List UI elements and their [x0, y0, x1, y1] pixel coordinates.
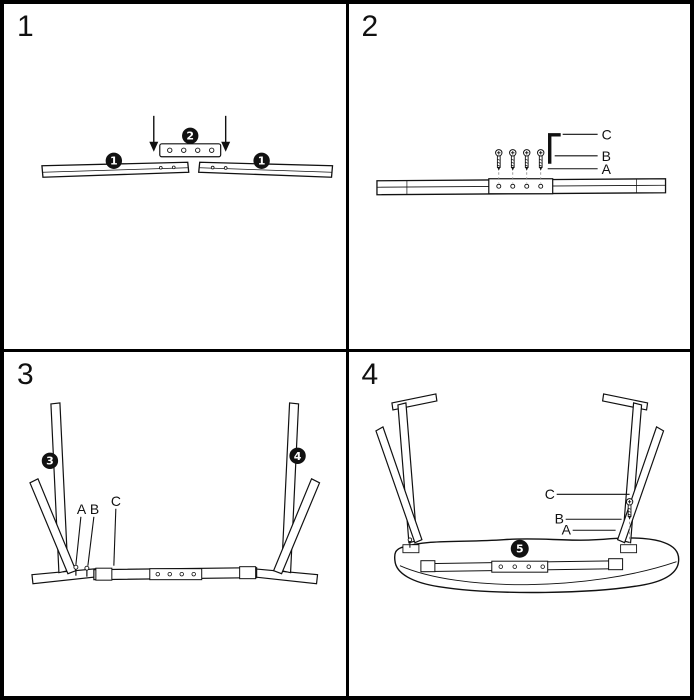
- step-marker-circle: [253, 152, 270, 169]
- callout-b: B: [87, 500, 99, 566]
- arrow-down-icon: [221, 115, 231, 152]
- screw-icon: [73, 564, 79, 576]
- callout-c: C: [544, 485, 630, 501]
- step-marker: 3: [41, 452, 59, 469]
- step-marker: 5: [510, 539, 529, 558]
- leg-angled: [616, 425, 664, 544]
- connector-plate: [159, 143, 222, 158]
- callout-a: A: [561, 521, 616, 537]
- crossbar: [419, 557, 623, 573]
- callout-label-c: C: [544, 485, 554, 501]
- leg-frame-right: [250, 401, 321, 584]
- panel-step-4: 4: [348, 351, 690, 696]
- callout-a: A: [75, 500, 87, 565]
- leg-frame-left: [374, 392, 438, 553]
- callout-label-b: B: [601, 148, 610, 164]
- callout-label-a: A: [77, 500, 87, 516]
- step-marker-number: 3: [46, 454, 54, 467]
- screw-icon: [522, 149, 530, 172]
- callout-b: B: [554, 148, 610, 164]
- callout-label-a: A: [601, 161, 611, 177]
- step-marker-number: 4: [294, 449, 302, 462]
- callout-c: C: [562, 126, 611, 142]
- step-1-diagram: 2 1 1: [41, 115, 334, 178]
- callout-label-c: C: [601, 126, 611, 142]
- step-4-diagram: 5 C B A: [374, 392, 679, 593]
- callout-label-b: B: [554, 510, 563, 526]
- step-marker-number: 2: [186, 130, 194, 143]
- beam-right: [198, 161, 334, 178]
- callout-c: C: [111, 492, 121, 566]
- step-marker-circle: [510, 539, 529, 558]
- leg-angled: [29, 477, 77, 574]
- step-marker: 2: [182, 127, 199, 144]
- step-marker-number: 5: [515, 542, 523, 555]
- step-marker-circle: [289, 447, 306, 464]
- leg-angled: [272, 477, 321, 574]
- step-2-diagram: C B A: [375, 126, 666, 196]
- step-marker: 1: [105, 152, 123, 169]
- beam-left: [41, 161, 190, 178]
- mounting-bracket: [401, 543, 419, 553]
- step-number: 2: [361, 10, 379, 43]
- step-number: 4: [361, 357, 379, 391]
- guide-lines: [497, 172, 541, 183]
- screw-icon: [84, 565, 90, 577]
- step-marker-number: 1: [258, 155, 266, 168]
- step-number: 3: [17, 357, 34, 391]
- callout-label-c: C: [111, 492, 121, 508]
- leg: [280, 401, 300, 573]
- screw-icon: [536, 149, 544, 172]
- step-marker: 1: [253, 152, 270, 169]
- step-marker: 4: [289, 447, 306, 464]
- callout-label-a: A: [561, 521, 571, 537]
- leg-frame-right: [601, 392, 664, 553]
- callout-label-b: B: [90, 500, 99, 516]
- panel-step-3: 3: [4, 351, 346, 696]
- step-marker-circle: [41, 452, 59, 469]
- mounting-bracket: [619, 543, 637, 553]
- assembled-beam: [375, 178, 666, 196]
- screw-icon: [494, 149, 502, 172]
- panel-step-1: 1 2: [4, 4, 346, 349]
- step-marker-circle: [105, 152, 123, 169]
- screw-icon: [407, 536, 412, 548]
- allen-key-icon: [547, 133, 561, 164]
- panel-step-2: 2: [348, 4, 690, 349]
- leg-angled: [374, 425, 423, 544]
- step-number: 1: [17, 10, 34, 43]
- callout-b: B: [554, 510, 622, 526]
- leg-frame-left: [29, 401, 99, 584]
- callout-a: A: [547, 161, 611, 177]
- crossbar: [93, 565, 258, 581]
- step-marker-number: 1: [110, 155, 118, 168]
- step-3-diagram: 3 4 A B C: [29, 401, 321, 584]
- screw-icon: [508, 149, 516, 172]
- arrow-down-icon: [149, 115, 159, 152]
- step-marker-circle: [182, 127, 199, 144]
